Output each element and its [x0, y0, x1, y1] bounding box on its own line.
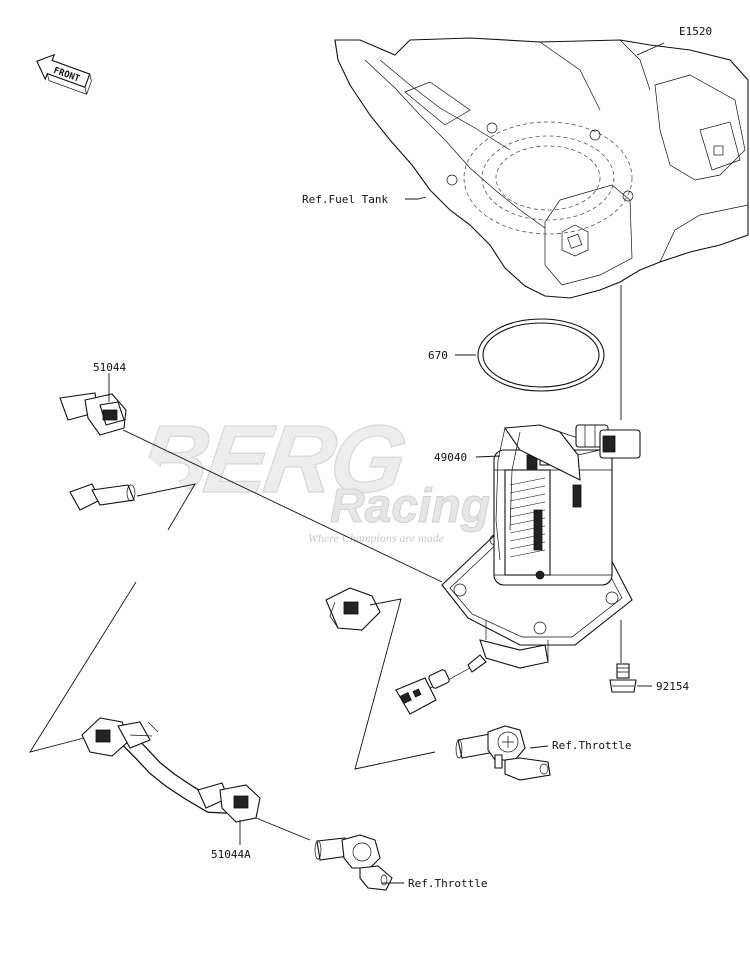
callout-49040: 49040 — [434, 451, 467, 464]
fuel-hose-51044a — [81, 717, 261, 823]
pump-spring — [509, 477, 546, 558]
callout-throttle-1: Ref.Throttle — [552, 739, 631, 752]
callout-51044: 51044 — [93, 361, 126, 374]
diagram-code: E1520 — [679, 25, 712, 38]
throttle-part-2 — [314, 834, 393, 891]
pump-wire-connector — [395, 654, 487, 715]
fuel-tank — [334, 37, 749, 299]
callout-labels: Ref.Fuel Tank 670 51044 49040 92154 Ref.… — [93, 193, 689, 890]
o-ring-670 — [477, 318, 605, 392]
callout-670: 670 — [428, 349, 448, 362]
callout-51044a: 51044A — [211, 848, 251, 861]
bolt-92154 — [609, 663, 637, 693]
leader-lines — [29, 42, 665, 884]
front-arrow-icon: FRONT — [36, 53, 92, 95]
watermark-sub: Racing — [330, 480, 490, 533]
fuel-hose-51044 — [11, 392, 381, 647]
fuel-pump-49040 — [395, 424, 641, 715]
callout-92154: 92154 — [656, 680, 689, 693]
callout-throttle-2: Ref.Throttle — [408, 877, 487, 890]
callout-fuel-tank: Ref.Fuel Tank — [302, 193, 388, 206]
throttle-part-1 — [455, 725, 551, 781]
watermark-tagline: Where Champions are made — [308, 531, 445, 545]
